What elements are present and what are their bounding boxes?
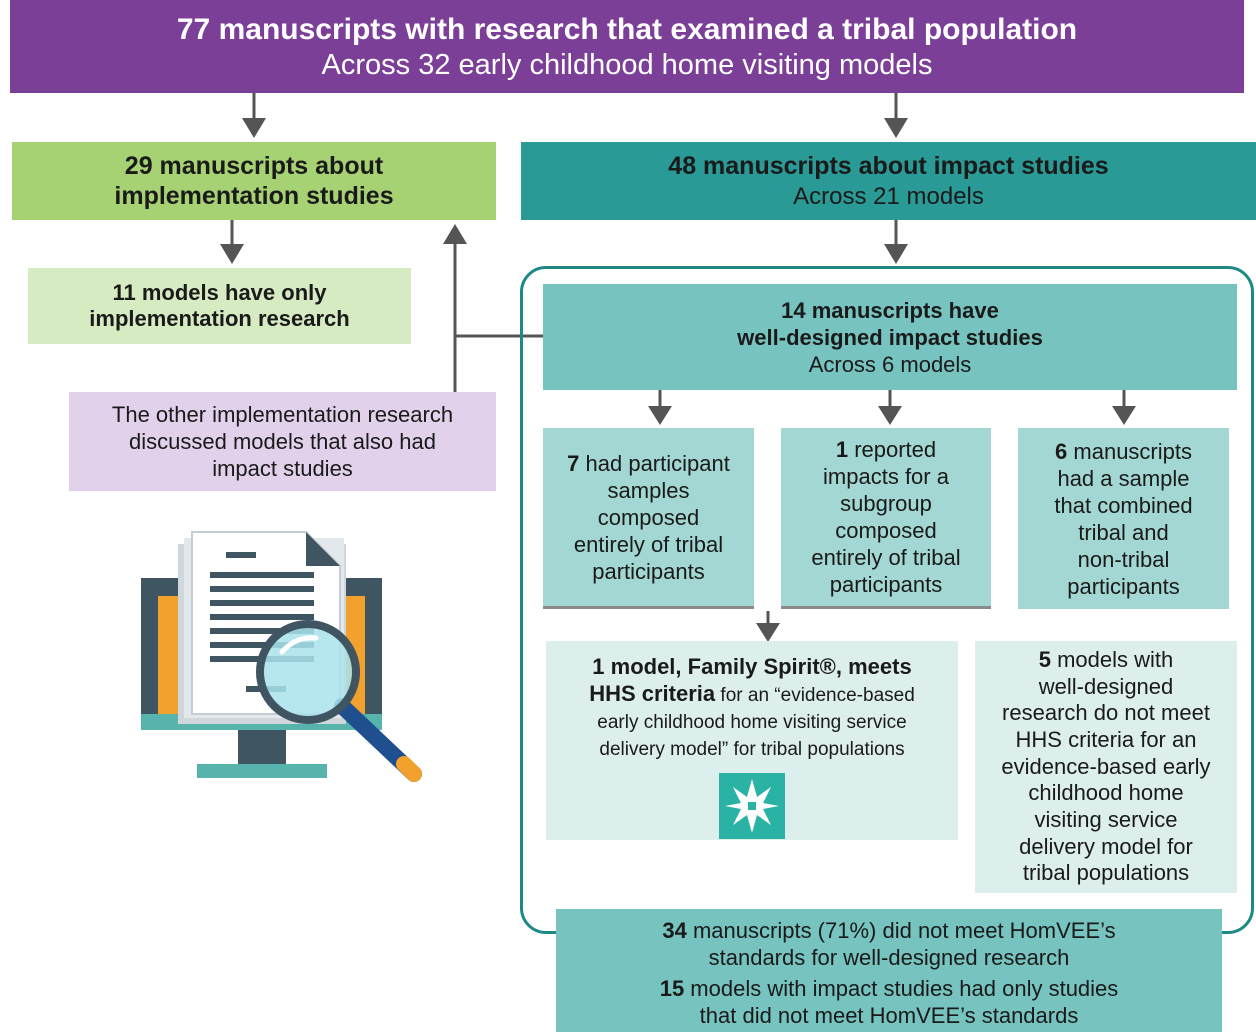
well-designed-box: 14 manuscripts have well-designed impact… xyxy=(543,284,1237,390)
subgroup-b-line1: 1 reported xyxy=(836,436,936,463)
notmeet-line7: visiting service xyxy=(1034,807,1178,833)
meets-criteria-box: 1 model, Family Spirit®, meets HHS crite… xyxy=(546,641,958,840)
subgroup-b-line5: entirely of tribal xyxy=(811,545,961,570)
subgroup-a-text1: had participant xyxy=(585,450,730,476)
subgroup-c-line1: 6 manuscripts xyxy=(1055,438,1192,465)
subgroup-c-line4: tribal and xyxy=(1078,519,1169,545)
star-badge-icon xyxy=(719,773,785,839)
not-meet-criteria-box: 5 models with well-designed research do … xyxy=(975,641,1237,893)
subgroup-box-tribal-only: 7 had participant samples composed entir… xyxy=(543,428,754,609)
bottom-text1: manuscripts (71%) did not meet HomVEE’s xyxy=(686,918,1116,943)
bottom-text3: models with impact studies had only stud… xyxy=(684,976,1119,1001)
subgroup-b-text1: reported xyxy=(854,437,937,462)
subgroup-a-line5: participants xyxy=(592,558,705,584)
other-line1: The other implementation research xyxy=(111,402,454,427)
implementation-only-line1: 11 models have only xyxy=(112,280,327,305)
notmeet-line8: delivery model for xyxy=(1019,833,1193,859)
notmeet-line4: HHS criteria for an xyxy=(1015,726,1197,752)
impact-subtitle: Across 21 models xyxy=(793,183,984,210)
subgroup-b-line2: impacts for a xyxy=(823,464,949,489)
header-subtitle: Across 32 early childhood home visiting … xyxy=(321,48,933,81)
subgroup-a-line2: samples xyxy=(607,477,690,503)
meets-line1: 1 model, Family Spirit®, meets xyxy=(592,654,912,679)
implementation-box: 29 manuscripts about implementation stud… xyxy=(12,142,496,220)
meets-line3: early childhood home visiting service xyxy=(597,712,907,733)
subgroup-a-line4: entirely of tribal xyxy=(573,531,724,557)
notmeet-line5: evidence-based early xyxy=(1001,753,1211,779)
implementation-only-box: 11 models have only implementation resea… xyxy=(28,268,411,344)
notmeet-line2: well-designed xyxy=(1038,673,1174,699)
subgroup-c-line3: that combined xyxy=(1054,492,1193,518)
impact-title: 48 manuscripts about impact studies xyxy=(668,152,1109,180)
notmeet-text1: models with xyxy=(1057,646,1174,672)
subgroup-c-line5: non-tribal xyxy=(1077,546,1170,572)
did-not-meet-standards-box: 34 manuscripts (71%) did not meet HomVEE… xyxy=(556,909,1222,1032)
implementation-line1: 29 manuscripts about xyxy=(124,152,384,180)
other-implementation-box: The other implementation research discus… xyxy=(69,392,496,491)
subgroup-box-combined: 6 manuscripts had a sample that combined… xyxy=(1018,428,1229,609)
meets-line4: delivery model” for tribal populations xyxy=(599,739,905,760)
well-line3: Across 6 models xyxy=(808,351,972,377)
subgroup-a-line3: composed xyxy=(597,504,700,530)
subgroup-c-num: 6 xyxy=(1055,438,1068,464)
bottom-line3: 15 models with impact studies had only s… xyxy=(660,975,1119,1002)
implementation-line2: implementation studies xyxy=(114,182,394,210)
subgroup-c-line6: participants xyxy=(1067,573,1180,599)
bottom-line2: standards for well-designed research xyxy=(708,945,1070,970)
well-line2: well-designed impact studies xyxy=(737,324,1043,350)
notmeet-line1: 5 models with xyxy=(1039,647,1174,674)
notmeet-line6: childhood home xyxy=(1028,780,1184,806)
other-line2: discussed models that also had xyxy=(129,429,436,454)
header-title: 77 manuscripts with research that examin… xyxy=(176,12,1078,46)
bottom-line1: 34 manuscripts (71%) did not meet HomVEE… xyxy=(662,917,1115,944)
notmeet-num: 5 xyxy=(1038,646,1051,672)
meets-line2: HHS criteria for an “evidence-based xyxy=(589,680,915,709)
subgroup-b-line3: subgroup xyxy=(840,491,932,516)
other-line3: impact studies xyxy=(212,456,353,481)
notmeet-line9: tribal populations xyxy=(1022,860,1190,886)
implementation-only-line2: implementation research xyxy=(89,306,350,331)
bottom-num2: 15 xyxy=(659,976,685,1001)
subgroup-a-num: 7 xyxy=(567,450,580,476)
bottom-num1: 34 xyxy=(662,918,687,943)
subgroup-c-line2: had a sample xyxy=(1057,465,1190,491)
meets-line2-rest: for an “evidence-based xyxy=(715,685,915,706)
impact-box: 48 manuscripts about impact studies Acro… xyxy=(521,142,1256,220)
subgroup-b-num: 1 xyxy=(835,437,849,462)
header-box: 77 manuscripts with research that examin… xyxy=(10,0,1244,93)
subgroup-c-text1: manuscripts xyxy=(1073,438,1192,464)
notmeet-line3: research do not meet xyxy=(1002,700,1210,726)
subgroup-a-line1: 7 had participant xyxy=(567,450,730,477)
well-line1: 14 manuscripts have xyxy=(781,297,999,323)
subgroup-box-subgroup: 1 reported impacts for a subgroup compos… xyxy=(781,428,991,609)
bottom-line4: that did not meet HomVEE’s standards xyxy=(699,1003,1079,1028)
meets-hhs-criteria: HHS criteria xyxy=(589,681,716,706)
subgroup-b-line6: participants xyxy=(829,572,943,597)
subgroup-b-line4: composed xyxy=(835,518,937,543)
